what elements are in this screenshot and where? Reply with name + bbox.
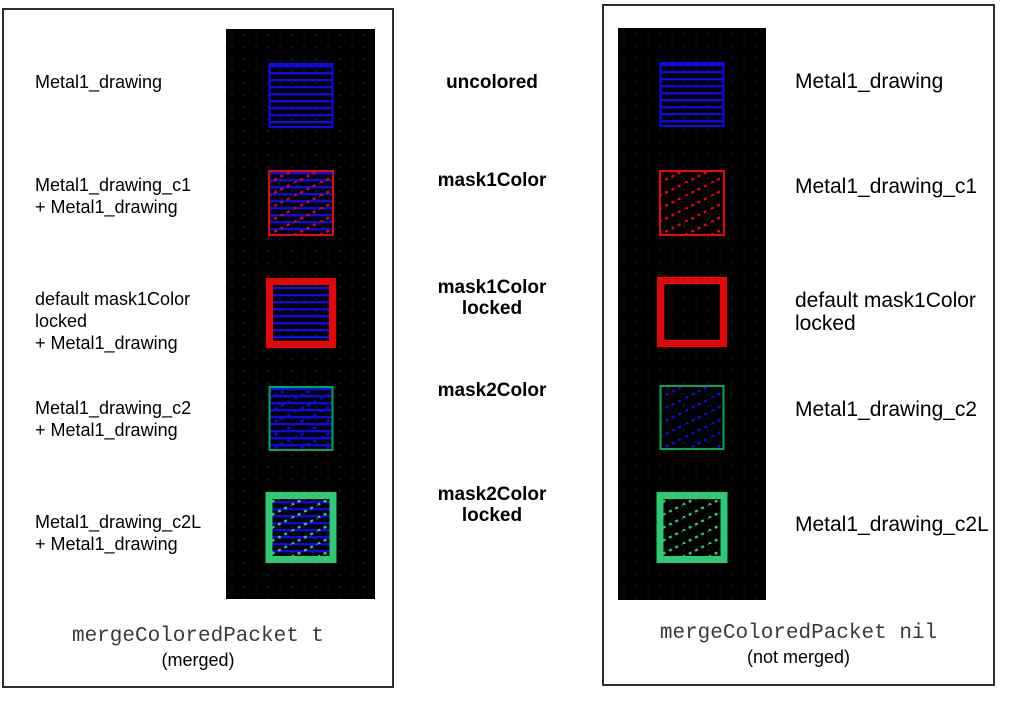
label-line: + Metal1_drawing bbox=[35, 534, 178, 554]
label-metal1-drawing-c2-right: Metal1_drawing_c2 bbox=[795, 398, 977, 421]
state-label-uncolored: uncolored bbox=[388, 72, 596, 93]
label-line: Metal1_drawing bbox=[795, 70, 944, 93]
swatch-uncolored-merged bbox=[268, 63, 333, 128]
label-line: + Metal1_drawing bbox=[35, 420, 178, 440]
state-label-mask1color-locked: mask1Color locked bbox=[388, 277, 596, 319]
swatch-mask1color-unmerged bbox=[659, 170, 725, 236]
swatch-mask2color-merged bbox=[268, 386, 333, 451]
state-label-mask1color: mask1Color bbox=[388, 170, 596, 191]
label-metal1-drawing-c2l: Metal1_drawing_c2L + Metal1_drawing bbox=[35, 511, 201, 555]
state-label-line: mask2Color bbox=[437, 484, 547, 505]
swatch-mask1color-locked-unmerged bbox=[657, 277, 727, 347]
label-line: + Metal1_drawing bbox=[35, 333, 178, 353]
state-label-mask2color: mask2Color bbox=[388, 380, 596, 401]
label-line: locked bbox=[35, 311, 88, 331]
left-panel-merged bbox=[2, 8, 394, 688]
label-line: + Metal1_drawing bbox=[35, 197, 178, 217]
label-metal1-drawing-c1: Metal1_drawing_c1 + Metal1_drawing bbox=[35, 174, 191, 218]
label-line: Metal1_drawing_c2 bbox=[795, 398, 978, 421]
swatch-mask2color-locked-unmerged bbox=[656, 492, 728, 563]
label-metal1-drawing-c1-right: Metal1_drawing_c1 bbox=[795, 175, 977, 198]
label-metal1-drawing-c2l-right: Metal1_drawing_c2L bbox=[795, 513, 989, 536]
swatch-mask2color-unmerged bbox=[659, 385, 725, 450]
swatch-uncolored-unmerged bbox=[659, 62, 725, 127]
caption-code-not-merged: mergeColoredPacket nil bbox=[659, 622, 938, 645]
caption-code-merged: mergeColoredPacket t bbox=[71, 625, 325, 648]
state-label-line: mask1Color bbox=[437, 170, 547, 191]
label-line: Metal1_drawing_c2L bbox=[795, 513, 989, 536]
swatch-mask1color-merged bbox=[267, 170, 334, 236]
label-metal1-drawing: Metal1_drawing bbox=[35, 71, 162, 93]
label-line: Metal1_drawing_c1 bbox=[35, 175, 192, 195]
label-metal1-drawing-right: Metal1_drawing bbox=[795, 70, 943, 93]
label-line: Metal1_drawing_c2 bbox=[35, 398, 192, 418]
state-label-line: mask2Color bbox=[437, 380, 547, 401]
state-label-line: mask1Color bbox=[437, 277, 547, 298]
label-line: Metal1_drawing_c1 bbox=[795, 175, 978, 198]
caption-note-not-merged: (not merged) bbox=[746, 647, 851, 667]
state-label-mask2color-locked: mask2Color locked bbox=[388, 484, 596, 526]
state-label-line: uncolored bbox=[446, 72, 538, 93]
right-layout-strip bbox=[618, 28, 766, 600]
label-default-mask1color-locked: default mask1Color locked + Metal1_drawi… bbox=[35, 288, 190, 354]
swatch-mask1color-locked-merged bbox=[265, 278, 336, 348]
label-default-mask1color-locked-right: default mask1Color locked bbox=[795, 289, 976, 335]
left-layout-strip bbox=[226, 29, 375, 599]
label-line: locked bbox=[795, 312, 856, 335]
label-metal1-drawing-c2: Metal1_drawing_c2 + Metal1_drawing bbox=[35, 397, 191, 441]
label-line: default mask1Color bbox=[795, 289, 976, 312]
swatch-mask2color-locked-merged bbox=[265, 492, 336, 563]
right-panel-not-merged bbox=[602, 4, 995, 686]
state-label-line: locked bbox=[461, 505, 523, 526]
label-line: Metal1_drawing_c2L bbox=[35, 512, 202, 532]
caption-note-merged: (merged) bbox=[161, 650, 235, 670]
state-label-line: locked bbox=[461, 298, 523, 319]
label-line: Metal1_drawing bbox=[35, 72, 163, 92]
label-line: default mask1Color bbox=[35, 289, 191, 309]
